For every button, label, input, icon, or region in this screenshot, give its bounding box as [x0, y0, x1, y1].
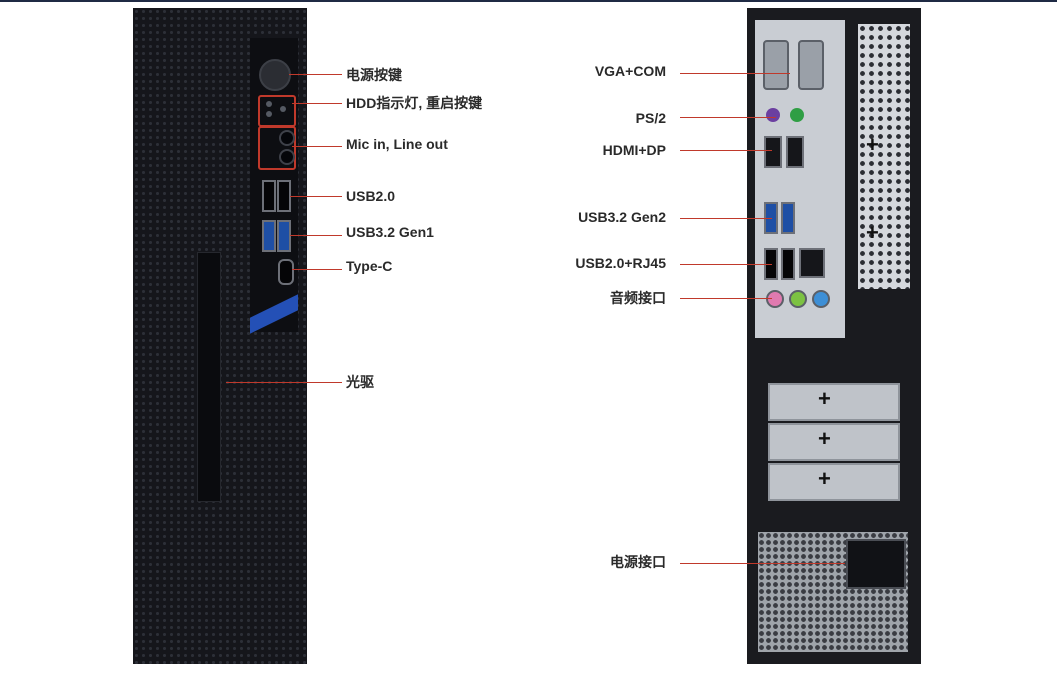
- leader-line: [292, 269, 342, 270]
- leader-line: [289, 74, 342, 75]
- reset-led-icon: [280, 106, 286, 112]
- audio-lineout-icon: [789, 290, 807, 308]
- label-optical-drive: 光驱: [346, 374, 374, 390]
- label-rear-audio: 音频接口: [610, 290, 666, 306]
- slot-mark-icon: +: [818, 386, 831, 411]
- usb3-port-icon: [262, 220, 276, 252]
- top-border: [0, 0, 1057, 2]
- label-usb2: USB2.0: [346, 188, 396, 204]
- hdd-led-highlight: [258, 95, 296, 127]
- label-front-audio: Mic in, Line out: [346, 136, 448, 152]
- vga-port-icon: [763, 40, 789, 90]
- usb2-port-icon: [277, 180, 291, 212]
- label-hdmi-dp: HDMI+DP: [602, 142, 666, 158]
- mic-jack-icon: [279, 149, 295, 165]
- expansion-slot: [768, 463, 900, 501]
- slot-mark-icon: +: [818, 466, 831, 491]
- dp-port-icon: [786, 136, 804, 168]
- screw-mark-icon: +: [866, 220, 879, 245]
- power-button-icon: [259, 59, 291, 91]
- restart-button-icon: [266, 111, 272, 117]
- label-hdd-restart: HDD指示灯, 重启按键: [346, 95, 483, 111]
- leader-line: [290, 196, 342, 197]
- leader-line: [680, 73, 790, 74]
- usb3-port-icon: [277, 220, 291, 252]
- label-power-button: 电源按键: [346, 67, 402, 83]
- leader-line: [680, 218, 772, 219]
- optical-drive-bay: [197, 252, 221, 502]
- label-usb2-rj45: USB2.0+RJ45: [575, 255, 666, 271]
- usb2-port-icon: [781, 248, 795, 280]
- slot-mark-icon: +: [818, 426, 831, 451]
- leader-line: [680, 563, 845, 564]
- label-ps2: PS/2: [635, 110, 666, 126]
- leader-line: [290, 235, 342, 236]
- label-typec: Type-C: [346, 258, 393, 274]
- label-usb3-gen1: USB3.2 Gen1: [346, 224, 434, 240]
- ps2-keyboard-icon: [766, 108, 780, 122]
- audio-jack-highlight: [258, 126, 296, 170]
- audio-linein-icon: [812, 290, 830, 308]
- expansion-slot: [768, 383, 900, 421]
- audio-mic-icon: [766, 290, 784, 308]
- screw-mark-icon: +: [866, 132, 879, 157]
- leader-line: [292, 103, 342, 104]
- rear-vent: [858, 24, 910, 289]
- leader-line: [680, 117, 776, 118]
- typec-port-icon: [278, 259, 294, 285]
- usb3-gen2-port-icon: [781, 202, 795, 234]
- power-socket-icon: [846, 539, 906, 589]
- expansion-slot: [768, 423, 900, 461]
- label-power-input: 电源接口: [610, 554, 666, 570]
- rj45-port-icon: [799, 248, 825, 278]
- leader-line: [680, 264, 772, 265]
- label-usb3-gen2: USB3.2 Gen2: [578, 209, 666, 225]
- headphone-jack-icon: [279, 130, 295, 146]
- leader-line: [680, 298, 772, 299]
- label-vga-com: VGA+COM: [594, 63, 666, 79]
- ps2-mouse-icon: [790, 108, 804, 122]
- leader-line: [226, 382, 342, 383]
- hdmi-port-icon: [764, 136, 782, 168]
- hdd-led-icon: [266, 101, 272, 107]
- com-port-icon: [798, 40, 824, 90]
- leader-line: [680, 150, 772, 151]
- leader-line: [292, 146, 342, 147]
- usb2-port-icon: [262, 180, 276, 212]
